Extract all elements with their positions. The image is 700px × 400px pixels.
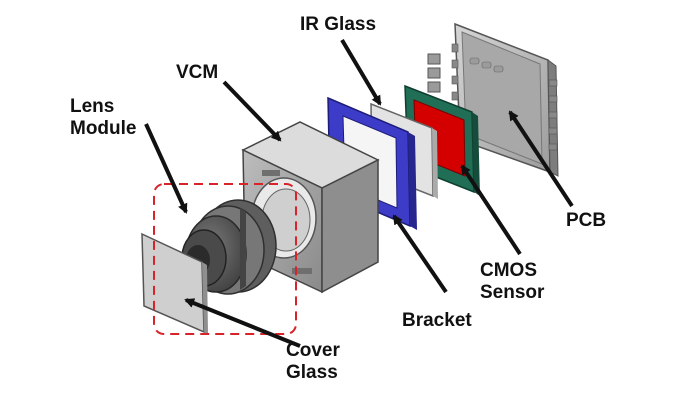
lens-module-arrow	[144, 123, 188, 214]
lens-module-label-line1: Lens	[70, 96, 115, 117]
ir-glass-label: IR Glass	[300, 14, 377, 35]
bracket-label: Bracket	[402, 310, 472, 331]
cmos-sensor-label-line1: CMOS	[480, 260, 537, 281]
lens-module-label: Lens Module	[70, 96, 137, 140]
cover-glass-label-line1: Cover	[286, 340, 340, 361]
cmos-sensor-label: CMOS Sensor	[480, 260, 544, 304]
lens-module-label-line2: Module	[70, 118, 137, 139]
cmos-sensor-label-line2: Sensor	[480, 282, 545, 303]
cover-glass-label-line2: Glass	[286, 362, 338, 383]
pcb-arrow	[508, 110, 574, 208]
cover-glass-arrow	[184, 298, 301, 348]
leader-arrows	[144, 38, 574, 348]
bracket-arrow	[392, 214, 448, 294]
connector-components	[427, 53, 441, 93]
vcm-label: VCM	[176, 62, 219, 83]
ir-glass-arrow	[340, 38, 382, 106]
pcb-label: PCB	[566, 210, 607, 231]
cmos-sensor-arrow	[460, 164, 522, 256]
vcm-arrow	[222, 80, 282, 142]
cover-glass-label: Cover Glass	[286, 340, 340, 384]
lens-module-highlight-box	[153, 183, 297, 335]
